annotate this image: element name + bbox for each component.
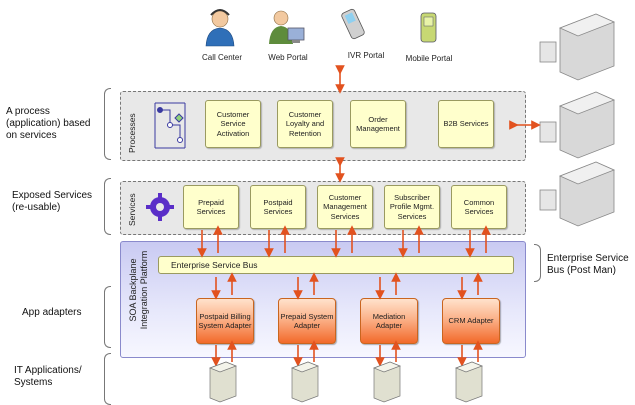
it-system-server-icon-3 [373,361,401,403]
process-b2b-services: B2B Services [438,100,494,148]
adapter-prepaid-system: Prepaid System Adapter [278,298,336,344]
service-customer-management: Customer Management Services [317,185,373,229]
channel-mobile-portal: Mobile Portal [405,54,453,63]
brace-adapters [104,286,111,348]
brace-process [104,88,111,160]
service-prepaid: Prepaid Services [183,185,239,229]
adapter-postpaid-billing: Postpaid Billing System Adapter [196,298,254,344]
service-postpaid: Postpaid Services [250,185,306,229]
brace-services [104,178,111,235]
label-esb-note: Enterprise Service Bus (Post Man) [547,253,629,276]
label-app-adapters: App adapters [22,307,82,318]
process-flow-icon [154,102,186,149]
service-subscriber-profile: Subscriber Profile Mgmt. Services [384,185,440,229]
service-common: Common Services [451,185,507,229]
channel-web-portal: Web Portal [268,53,308,62]
process-customer-loyalty-retention: Customer Loyalty and Retention [277,100,333,148]
adapter-mediation: Mediation Adapter [360,298,418,344]
label-process-layer: A process (application) based on service… [6,106,91,141]
process-order-management: Order Management [350,100,406,148]
it-system-server-icon-2 [291,361,319,403]
label-exposed-services: Exposed Services (re-usable) [12,190,93,213]
gear-icon [146,193,174,221]
it-system-server-icon-1 [209,361,237,403]
it-system-server-icon-4 [455,361,483,403]
channel-ivr-portal: IVR Portal [347,51,385,60]
process-customer-service-activation: Customer Service Activation [205,100,261,148]
label-it-applications: IT Applications/ Systems [14,365,82,388]
adapter-crm: CRM Adapter [442,298,500,344]
channel-call-center: Call Center [201,53,242,62]
